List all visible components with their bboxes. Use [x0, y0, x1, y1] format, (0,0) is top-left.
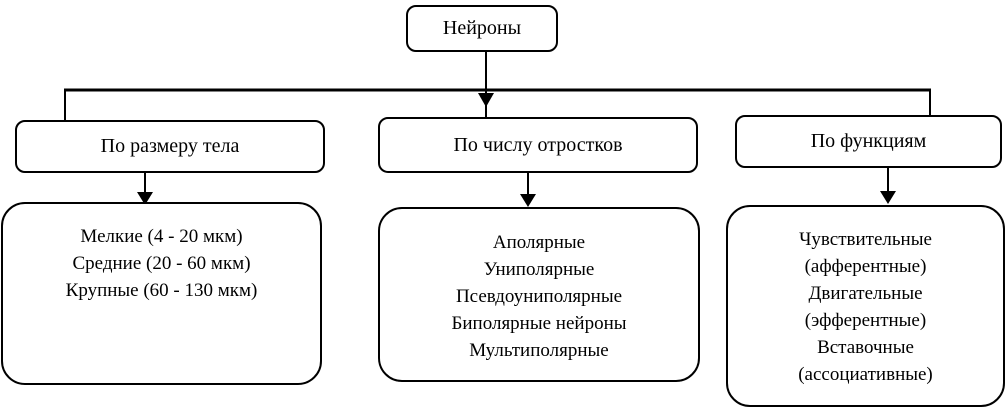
category-label: По числу отростков	[453, 133, 623, 156]
category-label: По размеру тела	[100, 135, 240, 157]
list-item: Вставочные	[817, 337, 914, 358]
list-item: Средние (20 - 60 мкм)	[72, 253, 251, 274]
category-label: По функциям	[810, 130, 927, 152]
list-item: Псевдоуниполярные	[455, 286, 623, 307]
leaf-node-function-list: Чувствительные (афферентные) Двигательны…	[726, 205, 1005, 407]
list-item: Чувствительные	[799, 229, 932, 250]
list-item: (эфферентные)	[804, 310, 927, 331]
list-item: Мультиполярные	[469, 340, 609, 361]
leaf-node-process-list: Аполярные Униполярные Псевдоуниполярные …	[378, 207, 700, 382]
arrow-size-to-list	[137, 173, 153, 205]
category-node-by-process-count: По числу отростков	[378, 117, 698, 173]
list-item: Биполярные нейроны	[451, 313, 627, 334]
arrow-processes-to-list	[520, 173, 536, 207]
root-node-label: Нейроны	[442, 17, 522, 39]
list-item: Мелкие (4 - 20 мкм)	[80, 226, 243, 247]
root-stem-arrow	[478, 52, 494, 117]
list-item: (ассоциативные)	[798, 364, 933, 385]
root-node-neurons: Нейроны	[406, 5, 558, 52]
leaf-node-size-list: Мелкие (4 - 20 мкм) Средние (20 - 60 мкм…	[1, 202, 322, 385]
list-item: Крупные (60 - 130 мкм)	[65, 280, 258, 301]
category-node-by-body-size: По размеру тела	[15, 120, 325, 173]
list-item: Двигательные	[808, 283, 923, 304]
arrow-functions-to-list	[880, 168, 896, 204]
list-item: Аполярные	[492, 232, 586, 253]
category-node-by-function: По функциям	[735, 115, 1002, 168]
list-item: Униполярные	[483, 259, 595, 280]
list-item: (афферентные)	[804, 256, 927, 277]
